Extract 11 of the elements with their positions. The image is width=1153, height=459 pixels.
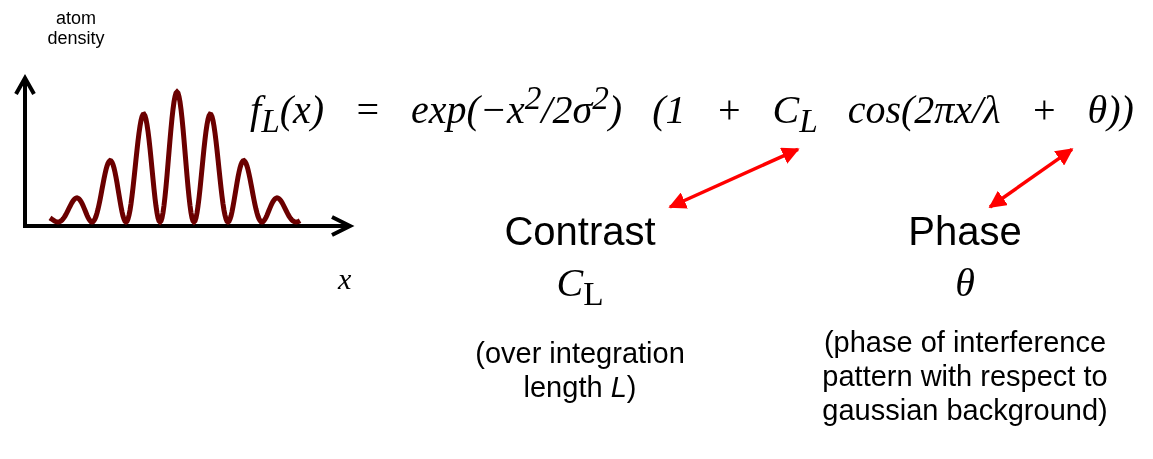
- leader-arrow: [668, 147, 800, 209]
- node-heading: Phase: [908, 209, 1022, 253]
- math-symbol: C$_{L}$: [556, 260, 604, 305]
- axis-label: atom density: [47, 8, 105, 48]
- formula: f$_{L}$(x) = exp(−x$^{2}$/2σ$^{2}$) (1 + C$_{L}$ cos(2πx/λ + θ)): [250, 87, 1134, 133]
- leader-arrow: [988, 147, 1074, 209]
- math-symbol: θ: [955, 260, 975, 305]
- node-note: (over integration length L): [475, 337, 685, 403]
- axis-label: x: [338, 262, 352, 295]
- node-heading: Contrast: [504, 209, 656, 253]
- node-note: (phase of interference pattern with respect to gaussian background): [822, 326, 1108, 426]
